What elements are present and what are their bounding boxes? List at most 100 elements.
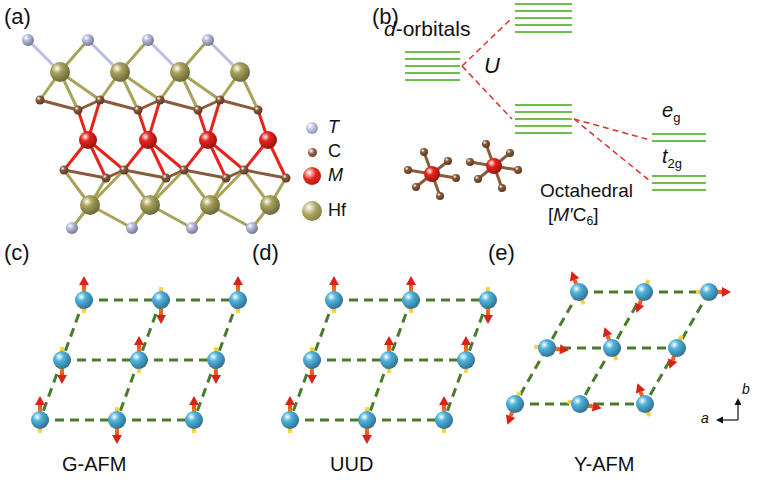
spin-arrowhead xyxy=(57,375,67,384)
atom xyxy=(170,62,190,82)
metal-atom xyxy=(486,158,502,174)
atom xyxy=(142,34,154,46)
label-group: (a) xyxy=(4,4,31,30)
axis-arrowhead xyxy=(735,398,742,405)
magnetic-site xyxy=(53,351,71,369)
spin-arrowhead xyxy=(211,375,221,384)
carbon-atom xyxy=(466,158,474,166)
figure-label: g xyxy=(673,110,680,125)
spin-arrowhead xyxy=(439,396,449,405)
lattice-bond xyxy=(466,300,488,360)
uud-lattice xyxy=(281,276,497,444)
splitting-line xyxy=(574,119,650,181)
spin-arrowhead xyxy=(79,276,89,285)
bond xyxy=(160,100,198,110)
spin-arrowhead xyxy=(635,302,644,312)
figure-label: b xyxy=(742,381,750,397)
magnetic-site xyxy=(700,283,718,301)
atom xyxy=(139,131,157,149)
axis-indicator xyxy=(716,398,742,424)
figure-label: d xyxy=(384,17,396,40)
label-group: Octahedral xyxy=(540,180,633,203)
atom xyxy=(200,195,220,215)
figure-label: [ xyxy=(548,204,553,225)
magnetic-site xyxy=(570,283,588,301)
atom xyxy=(96,96,105,105)
bond xyxy=(220,100,258,110)
atom xyxy=(50,62,70,82)
orbital-level xyxy=(652,182,706,184)
atom xyxy=(254,106,263,115)
carbon-atom xyxy=(444,157,452,165)
lattice-bond xyxy=(40,419,117,422)
carbon-atom xyxy=(474,175,482,183)
spin-arrowhead xyxy=(156,315,166,324)
orbital-level xyxy=(515,132,572,134)
lattice-bond xyxy=(580,348,612,404)
orbital-level xyxy=(405,72,460,74)
atom xyxy=(110,62,130,82)
label-group: b xyxy=(742,381,750,398)
atom xyxy=(22,34,34,46)
atom xyxy=(36,96,45,105)
spin-arrowhead xyxy=(35,396,45,405)
figure-label: (a) xyxy=(4,4,31,29)
bond xyxy=(100,100,138,110)
spin-arrowhead xyxy=(112,435,122,444)
carbon-atom xyxy=(404,166,412,174)
atom xyxy=(199,131,217,149)
label-group: a xyxy=(701,410,709,427)
atom xyxy=(140,195,160,215)
splitting-line xyxy=(574,119,650,140)
spin-arrowhead xyxy=(233,276,243,285)
label-group: t2g xyxy=(662,144,682,168)
figure-label: G-AFM xyxy=(62,453,126,475)
magnetic-site xyxy=(281,411,299,429)
orbital-level xyxy=(515,125,572,127)
lattice-bond xyxy=(161,299,238,302)
orbital-level xyxy=(515,31,572,33)
spin-arrowhead xyxy=(362,435,372,444)
atom xyxy=(80,195,100,215)
magnetic-site xyxy=(479,291,497,309)
spin-arrowhead xyxy=(570,271,579,281)
magnetic-site xyxy=(538,339,556,357)
lattice-bond xyxy=(62,359,139,362)
label-group: eg xyxy=(662,98,680,122)
legend-swatch xyxy=(308,148,317,157)
spin-arrowhead xyxy=(722,287,731,297)
label-group: (c) xyxy=(4,240,30,266)
magnetic-site xyxy=(636,395,654,413)
figure-label: Octahedral xyxy=(540,180,633,201)
figure-label: (d) xyxy=(252,240,279,265)
spin-arrowhead xyxy=(189,396,199,405)
figure-label: -orbitals xyxy=(396,17,471,40)
magnetic-site xyxy=(325,291,343,309)
orbital-level xyxy=(515,17,572,19)
orbital-level xyxy=(652,133,706,135)
atom xyxy=(282,174,291,183)
spin-arrowhead xyxy=(668,358,677,368)
lattice-bond xyxy=(139,300,161,360)
carbon-atom xyxy=(420,148,428,156)
magnetic-site xyxy=(303,351,321,369)
lattice-bond xyxy=(389,359,466,362)
atom xyxy=(202,34,214,46)
spin-arrowhead xyxy=(483,315,493,324)
atom xyxy=(156,96,165,105)
spin-arrowhead xyxy=(384,336,394,345)
lattice-bond xyxy=(194,360,216,420)
figure-label: UUD xyxy=(330,453,373,475)
atom xyxy=(162,174,171,183)
magnetic-site xyxy=(108,411,126,429)
legend-swatch xyxy=(306,122,318,134)
atom xyxy=(82,34,94,46)
lattice-bond xyxy=(84,299,161,302)
carbon-atom xyxy=(452,174,460,182)
magnetic-site xyxy=(31,411,49,429)
figure-label: (c) xyxy=(4,240,30,265)
spin-arrowhead xyxy=(636,383,645,393)
atom xyxy=(246,222,258,234)
lattice-bond xyxy=(444,360,466,420)
